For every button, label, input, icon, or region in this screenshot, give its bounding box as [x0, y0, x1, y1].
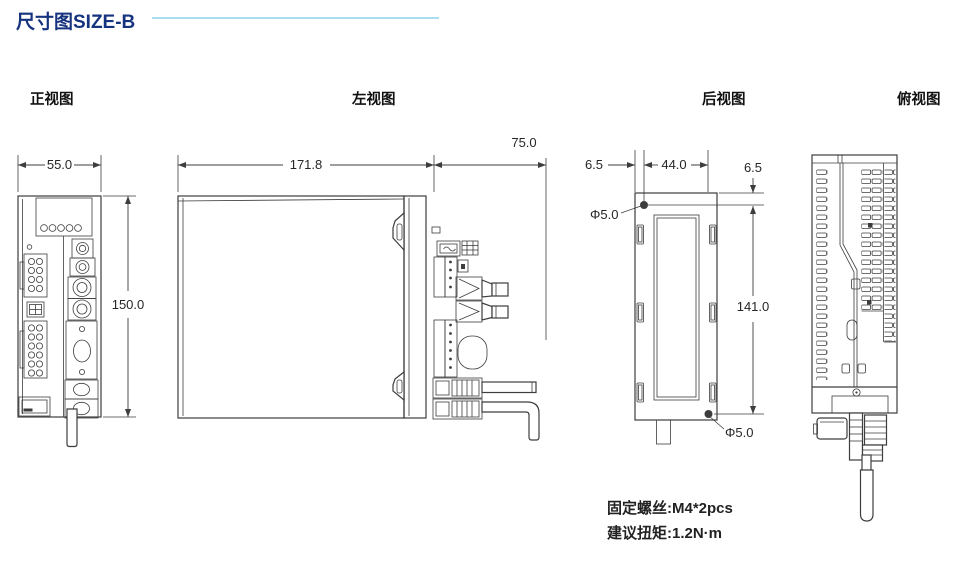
terminal-block-upper [19, 253, 48, 298]
left-body-outline [177, 195, 405, 419]
top-rail-line-a [839, 163, 855, 387]
left-view-label: 左视图 [351, 90, 396, 108]
front-display-panel [35, 197, 93, 237]
page-title: 尺寸图SIZE-B [16, 12, 136, 33]
front-screw [26, 244, 33, 250]
front-cable [66, 408, 78, 448]
vent-slots-left [816, 168, 828, 380]
note-torque: 建议扭矩:1.2N·m [607, 525, 723, 542]
front-dimensions: 55.0 150.0 [17, 155, 145, 418]
rear-view-label: 后视图 [702, 90, 746, 108]
left-dimensions: 171.8 75.0 [177, 135, 547, 340]
top-view-label: 俯视图 [897, 90, 941, 108]
top-rail-line-b [842, 163, 858, 387]
mounting-hook-upper [392, 211, 405, 252]
left-view: 171.8 75.0 [177, 135, 547, 441]
left-depth-dim: 75.0 [511, 135, 536, 150]
rear-body-outline [634, 192, 718, 421]
rear-vent-slots [636, 224, 717, 403]
rail-slot [846, 319, 858, 341]
vent-slots-right [884, 168, 896, 342]
rear-view: 6.5 44.0 6.5 141.0 Φ5.0 Φ5.0 [585, 150, 769, 445]
vent-slots-middle [861, 168, 883, 311]
front-view: 55.0 150.0 [17, 155, 145, 448]
rear-top-dim: 6.5 [744, 160, 762, 175]
rear-hole-bottom-label: Φ5.0 [725, 425, 753, 440]
note-screw: 固定螺丝:M4*2pcs [607, 500, 733, 517]
rear-height-dim: 141.0 [737, 299, 770, 314]
cable-bent [481, 401, 540, 441]
round-connector [457, 335, 488, 370]
terminal-block-lower [19, 320, 48, 379]
front-connector-column [64, 238, 99, 419]
rear-spacing-dim: 44.0 [661, 157, 686, 172]
left-connector-stack [431, 226, 509, 420]
title-divider [152, 17, 439, 19]
mounting-hole-bottom [704, 410, 713, 418]
top-view [811, 154, 898, 522]
nameplate [18, 396, 51, 417]
front-width-dim: 55.0 [47, 157, 72, 172]
mounting-notes: 固定螺丝:M4*2pcs 建议扭矩:1.2N·m [607, 496, 733, 546]
rear-foot [656, 419, 671, 445]
cable-straight [481, 381, 537, 394]
led-indicators [40, 224, 82, 232]
left-front-plate [403, 195, 427, 419]
mounting-hole-top [640, 201, 648, 209]
rear-edge-dim: 6.5 [585, 157, 603, 172]
top-connector-assembly [813, 412, 888, 462]
rear-panel [653, 214, 700, 401]
front-height-dim: 150.0 [112, 297, 145, 312]
top-cable [859, 469, 874, 522]
rear-hole-top-label: Φ5.0 [590, 207, 618, 222]
rear-dimensions: 6.5 44.0 6.5 141.0 Φ5.0 Φ5.0 [585, 150, 769, 440]
left-width-dim: 171.8 [290, 157, 323, 172]
top-cable-neck [861, 454, 872, 472]
front-body-outline [17, 195, 102, 418]
mid-connector [26, 301, 45, 318]
front-view-label: 正视图 [30, 90, 74, 108]
